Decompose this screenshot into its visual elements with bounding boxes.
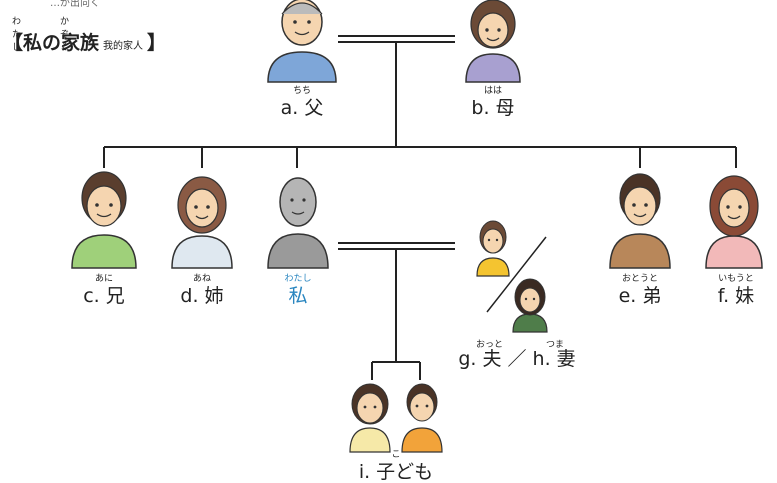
ruby-younger-brother: おとうと bbox=[621, 274, 658, 284]
title-subtitle: 我的家人 bbox=[103, 41, 144, 52]
me-avatar bbox=[267, 177, 329, 269]
text-mother: b. 母 bbox=[471, 97, 515, 119]
text-children: i. 子ども bbox=[358, 461, 434, 483]
text-spouse: g. 夫 ／ h. 妻 bbox=[458, 348, 576, 370]
text-father: a. 父 bbox=[280, 97, 324, 119]
label-father: ちち a. 父 bbox=[262, 86, 342, 119]
ruby-mother: はは bbox=[483, 86, 502, 96]
ruby-older-sister: あね bbox=[192, 274, 211, 284]
header-fragment: …が出向く bbox=[50, 0, 100, 9]
younger-sister-avatar bbox=[705, 175, 763, 269]
ruby-me: わたし bbox=[284, 274, 312, 284]
ruby-children: こ bbox=[391, 450, 401, 460]
title-close: 】 bbox=[147, 32, 167, 54]
title-ruby-watashi: わたし bbox=[12, 17, 23, 53]
text-older-brother: c. 兄 bbox=[83, 285, 125, 307]
younger-brother-avatar bbox=[609, 173, 671, 269]
wife-avatar bbox=[512, 278, 548, 333]
label-me: わたし 私 bbox=[258, 274, 338, 307]
child-boy-avatar bbox=[401, 383, 443, 453]
label-older-brother: あに c. 兄 bbox=[64, 274, 144, 307]
ruby-father: ちち bbox=[292, 86, 311, 96]
older-brother-avatar bbox=[71, 171, 137, 269]
title-text: 【私の家族 bbox=[4, 32, 100, 54]
ruby-younger-sister: いもうと bbox=[718, 274, 754, 284]
label-older-sister: あね d. 姉 bbox=[162, 274, 242, 307]
ruby-husband: おっと bbox=[476, 340, 504, 350]
label-mother: はは b. 母 bbox=[453, 86, 533, 119]
label-spouse: おっと つま g. 夫 ／ h. 妻 bbox=[452, 337, 582, 370]
text-younger-brother: e. 弟 bbox=[618, 285, 662, 307]
label-younger-brother: おとうと e. 弟 bbox=[600, 274, 680, 307]
ruby-older-brother: あに bbox=[94, 274, 113, 284]
mother-avatar bbox=[465, 0, 521, 83]
tree-lines bbox=[103, 35, 737, 380]
text-younger-sister: f. 妹 bbox=[717, 285, 755, 307]
label-children: こ i. 子ども bbox=[346, 450, 446, 483]
father-avatar bbox=[267, 0, 337, 83]
husband-avatar bbox=[476, 220, 510, 277]
text-older-sister: d. 姉 bbox=[180, 285, 224, 307]
label-younger-sister: いもうと f. 妹 bbox=[696, 274, 776, 307]
title-ruby-kazoku: かぞく bbox=[60, 17, 71, 53]
older-sister-avatar bbox=[171, 176, 233, 269]
ruby-wife: つま bbox=[546, 340, 565, 350]
child-girl-avatar bbox=[349, 383, 391, 453]
text-me: 私 bbox=[288, 285, 308, 307]
